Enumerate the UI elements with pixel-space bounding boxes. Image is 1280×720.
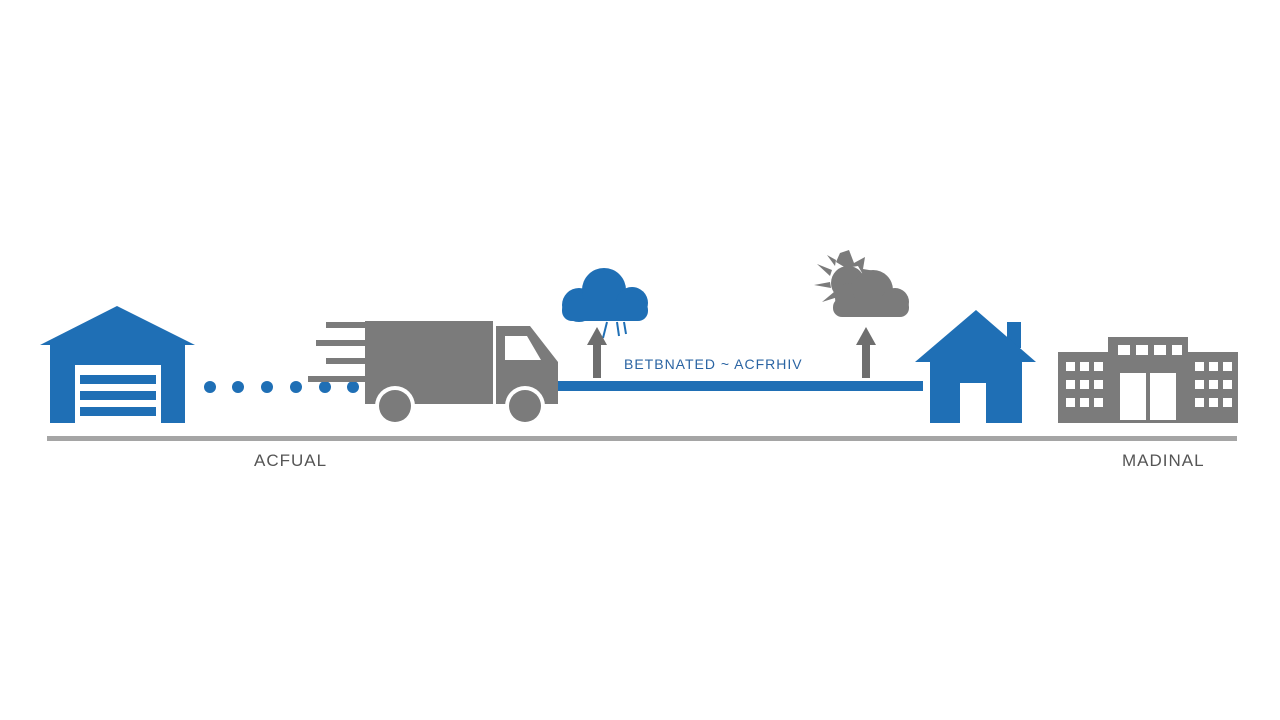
house-icon bbox=[915, 310, 1036, 423]
up-arrow-icon bbox=[587, 327, 607, 378]
route-label: BETBNATED ~ ACFRHIV bbox=[624, 356, 803, 372]
route-line bbox=[558, 381, 923, 391]
rain-cloud-icon bbox=[562, 268, 648, 339]
up-arrow-icon bbox=[856, 327, 876, 378]
dotted-path bbox=[204, 381, 359, 393]
destination-label: MADINAL bbox=[1122, 451, 1205, 470]
ground-line bbox=[47, 436, 1237, 441]
warehouse-icon bbox=[40, 306, 195, 423]
sun-behind-cloud-icon bbox=[814, 250, 909, 317]
office-building-icon bbox=[1058, 337, 1238, 423]
origin-label: ACFUAL bbox=[254, 451, 328, 470]
delivery-truck-icon bbox=[308, 321, 558, 426]
